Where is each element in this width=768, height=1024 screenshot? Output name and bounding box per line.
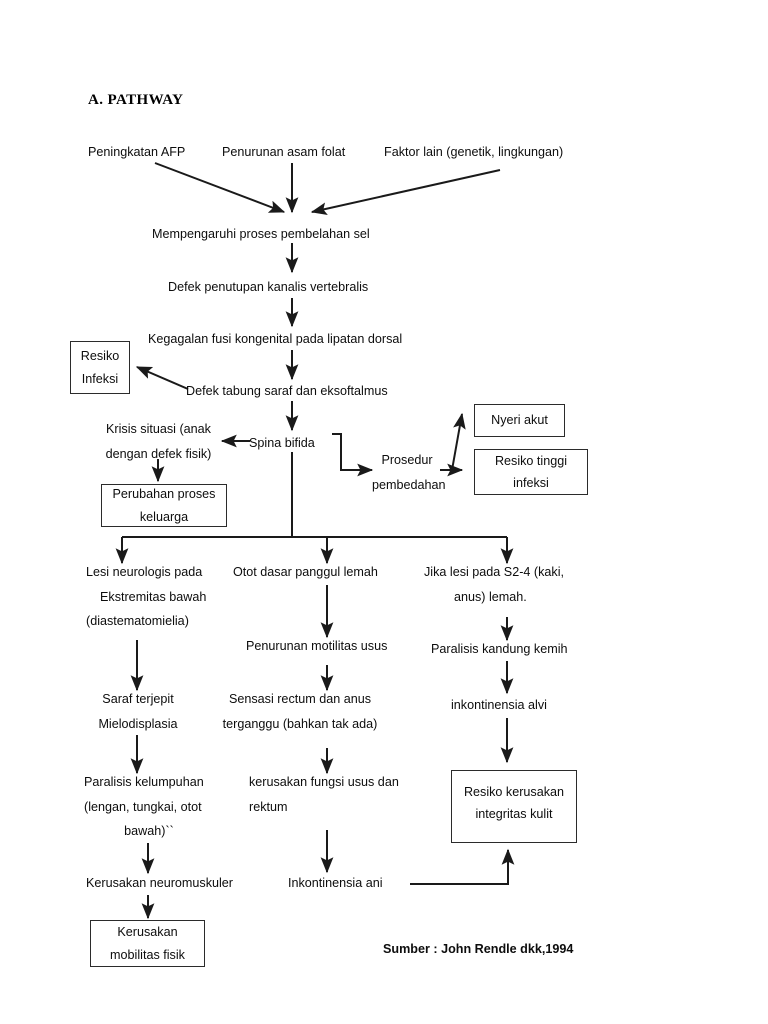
- edge-ani-to-resiko-kulit: [410, 848, 515, 885]
- node-paralisis-kelumpuhan: Paralisis kelumpuhan (lengan, tungkai, o…: [84, 770, 214, 844]
- box-perubahan-proses-keluarga: Perubahan proses keluarga: [101, 484, 227, 527]
- node-sensasi-rectum-line1: Sensasi rectum dan anus: [228, 692, 372, 706]
- page-title: A. PATHWAY: [88, 92, 184, 108]
- node-jika-lesi-line2: anus) lemah.: [454, 589, 527, 604]
- node-kerusakan-neuromuskuler: Kerusakan neuromuskuler: [86, 876, 234, 890]
- node-jika-lesi-s2-4: Jika lesi pada S2-4 (kaki, anus) lemah.: [424, 560, 584, 609]
- box-kerusakan-mobilitas-line1: Kerusakan: [117, 925, 178, 940]
- box-nyeri-akut: Nyeri akut: [474, 404, 565, 437]
- node-paralisis-kelumpuhan-line3: bawah)``: [124, 824, 174, 839]
- source-note: Sumber : John Rendle dkk,1994: [383, 942, 574, 956]
- node-saraf-terjepit-line2: Mielodisplasia: [98, 716, 178, 731]
- node-kerusakan-fungsi-line1: kerusakan fungsi usus dan: [249, 775, 399, 789]
- node-kerusakan-fungsi-line2: rektum: [249, 799, 288, 814]
- node-krisis-situasi-line1: Krisis situasi (anak: [106, 422, 211, 436]
- node-defek-penutupan-kanalis: Defek penutupan kanalis vertebralis: [168, 280, 369, 294]
- node-inkontinensia-alvi: inkontinensia alvi: [451, 698, 547, 712]
- box-perubahan-proses-line2: keluarga: [139, 509, 189, 524]
- node-lesi-neurologis: Lesi neurologis pada Ekstremitas bawah (…: [86, 560, 246, 634]
- box-resiko-tinggi-infeksi: Resiko tinggi infeksi: [474, 449, 588, 495]
- node-penurunan-motilitas-usus: Penurunan motilitas usus: [246, 639, 388, 653]
- box-resiko-tinggi-line1: Resiko tinggi: [494, 453, 568, 468]
- node-saraf-terjepit-line1: Saraf terjepit: [102, 692, 174, 706]
- box-perubahan-proses-line1: Perubahan proses: [112, 487, 216, 502]
- node-sensasi-rectum-anus: Sensasi rectum dan anus terganggu (bahka…: [200, 687, 400, 736]
- box-kerusakan-mobilitas-fisik: Kerusakan mobilitas fisik: [90, 920, 205, 967]
- edge-afp-to-mempengaruhi: [154, 162, 286, 213]
- node-kerusakan-fungsi-usus: kerusakan fungsi usus dan rektum: [249, 770, 429, 819]
- box-nyeri-akut-line1: Nyeri akut: [491, 413, 548, 428]
- box-resiko-tinggi-line2: infeksi: [513, 476, 549, 490]
- node-paralisis-kelumpuhan-line2: (lengan, tungkai, otot: [84, 799, 202, 814]
- box-resiko-kerusakan-integritas-kulit: Resiko kerusakan integritas kulit: [451, 770, 577, 843]
- node-jika-lesi-line1: Jika lesi pada S2-4 (kaki,: [424, 565, 564, 579]
- edge-faktor-to-mempengaruhi: [310, 169, 501, 216]
- box-resiko-kulit-line1: Resiko kerusakan: [463, 785, 565, 799]
- node-lesi-neurologis-line2: Ekstremitas bawah: [100, 589, 207, 604]
- box-resiko-infeksi-line2: Infeksi: [81, 371, 119, 386]
- edge-spina-to-prosedur: [332, 433, 374, 477]
- node-peningkatan-afp: Peningkatan AFP: [88, 145, 186, 159]
- node-saraf-terjepit: Saraf terjepit Mielodisplasia: [84, 687, 192, 736]
- node-sensasi-rectum-line2: terganggu (bahkan tak ada): [222, 716, 378, 731]
- node-prosedur-pembedahan: Prosedur pembedahan: [372, 448, 446, 497]
- node-lesi-neurologis-line1: Lesi neurologis pada: [86, 565, 203, 579]
- node-lesi-neurologis-line3: (diastematomielia): [86, 614, 189, 629]
- node-spina-bifida: Spina bifida: [249, 436, 315, 450]
- node-defek-tabung-saraf: Defek tabung saraf dan eksoftalmus: [186, 384, 388, 398]
- node-faktor-lain: Faktor lain (genetik, lingkungan): [384, 145, 564, 159]
- node-prosedur-line2: pembedahan: [372, 477, 446, 492]
- node-inkontinensia-ani: Inkontinensia ani: [288, 876, 383, 890]
- node-krisis-situasi: Krisis situasi (anak dengan defek fisik): [86, 417, 231, 466]
- edge-defek-tabung-to-resiko-infeksi: [135, 366, 189, 390]
- box-resiko-infeksi: Resiko Infeksi: [70, 341, 130, 394]
- node-mempengaruhi-proses-pembelahan-sel: Mempengaruhi proses pembelahan sel: [152, 227, 370, 241]
- edge-prosedur-to-nyeri-akut: [440, 412, 466, 471]
- node-paralisis-kandung-kemih: Paralisis kandung kemih: [431, 642, 568, 656]
- node-krisis-situasi-line2: dengan defek fisik): [105, 446, 212, 461]
- node-kegagalan-fusi-kongenital: Kegagalan fusi kongenital pada lipatan d…: [148, 332, 403, 346]
- node-penurunan-asam-folat: Penurunan asam folat: [222, 145, 346, 159]
- node-prosedur-line1: Prosedur: [381, 453, 433, 467]
- box-resiko-kulit-line2: integritas kulit: [475, 807, 553, 822]
- node-otot-dasar-panggul-lemah: Otot dasar panggul lemah: [233, 565, 378, 579]
- box-resiko-infeksi-line1: Resiko: [80, 349, 120, 364]
- node-paralisis-kelumpuhan-line1: Paralisis kelumpuhan: [84, 775, 204, 789]
- box-kerusakan-mobilitas-line2: mobilitas fisik: [110, 947, 185, 962]
